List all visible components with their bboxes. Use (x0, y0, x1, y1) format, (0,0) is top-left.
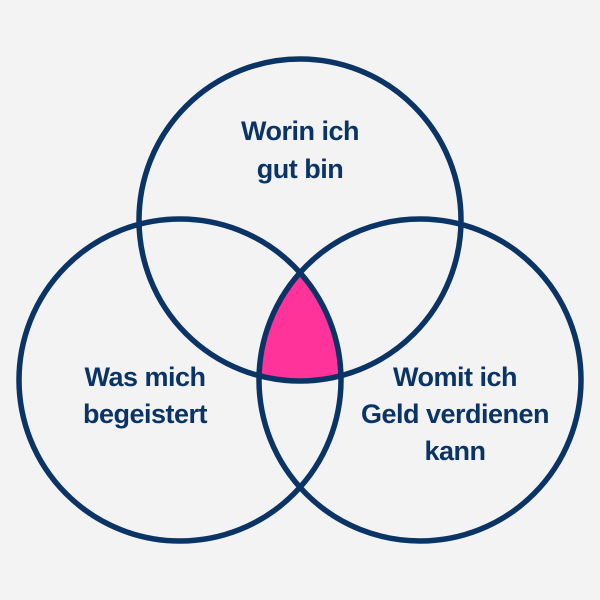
circle-left (16, 216, 344, 544)
label-top-line1: Worin ich (241, 116, 359, 146)
label-right-line2: Geld verdienen (361, 399, 549, 429)
circle-right (256, 216, 584, 544)
label-right-line1: Womit ich (393, 362, 517, 392)
label-left-line2: begeistert (83, 399, 208, 429)
label-right-line3: kann (424, 436, 485, 466)
circle-top (136, 56, 464, 384)
label-top-line2: gut bin (257, 154, 343, 184)
label-left-line1: Was mich (84, 362, 205, 392)
